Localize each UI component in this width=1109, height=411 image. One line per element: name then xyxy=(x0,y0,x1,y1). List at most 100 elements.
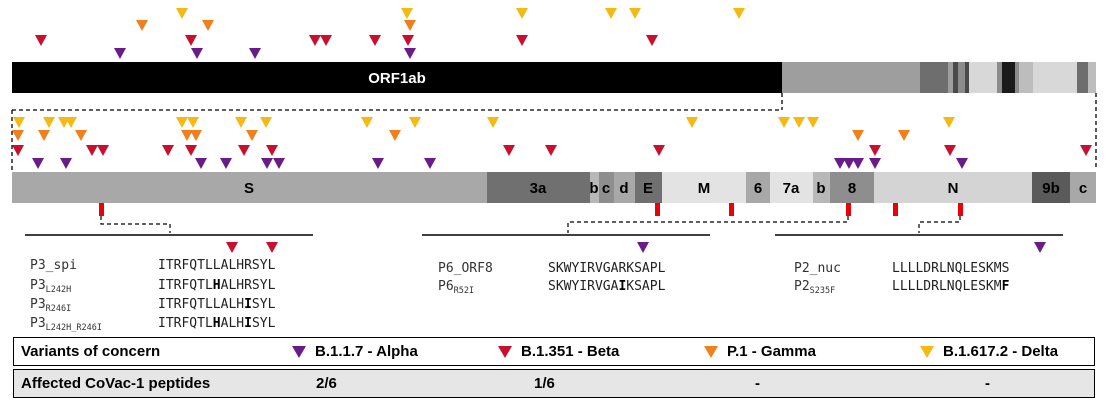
beta-mutation-marker xyxy=(86,145,98,156)
beta-triangle-icon xyxy=(498,345,512,358)
peptide-name: P3L242H xyxy=(30,278,71,295)
gene-label-9c: c xyxy=(1079,180,1087,197)
delta-mutation-marker xyxy=(401,8,413,19)
gamma-mutation-marker xyxy=(852,130,864,141)
legend-label-beta: B.1.351 - Beta xyxy=(521,343,620,360)
beta-mutation-marker xyxy=(185,145,197,156)
legend-item-delta: B.1.617.2 - Delta xyxy=(920,338,1058,365)
delta-mutation-marker xyxy=(361,117,373,128)
beta-mutation-marker xyxy=(309,35,321,46)
delta-mutation-marker xyxy=(807,117,819,128)
variant-legend: Variants of concern B.1.1.7 - Alpha B.1.… xyxy=(13,337,1095,366)
delta-mutation-marker xyxy=(65,117,77,128)
alpha-mutation-marker xyxy=(852,158,864,169)
delta-mutation-marker xyxy=(187,117,199,128)
gene-segment-7b xyxy=(813,172,830,203)
peptide-sequence: SKWYIRVGAIKSAPL xyxy=(548,279,666,294)
peptide-mark-n1 xyxy=(893,203,898,216)
delta-mutation-marker xyxy=(409,117,421,128)
legend-title: Variants of concern xyxy=(21,343,161,360)
gene-segment-9c xyxy=(1070,172,1096,203)
alpha-mutation-marker xyxy=(834,158,846,169)
peptide-sequence: SKWYIRVGARKSAPL xyxy=(548,261,666,276)
delta-mutation-marker xyxy=(487,117,499,128)
affected-peptides-row: Affected CoVac-1 peptides 2/6 1/6 - - xyxy=(13,369,1095,398)
peptide-sequence: ITRFQTLHALHISYL xyxy=(158,316,276,331)
delta-mutation-marker xyxy=(733,8,745,19)
gene-segment-3b xyxy=(590,172,599,203)
gamma-mutation-marker xyxy=(181,130,193,141)
legend-label-delta: B.1.617.2 - Delta xyxy=(943,343,1059,360)
gene-label-9b: 9b xyxy=(1042,180,1060,197)
beta-mutation-marker xyxy=(185,35,197,46)
alpha-mutation-marker xyxy=(843,158,855,169)
mutation-markers xyxy=(12,8,1092,253)
peptide-name: P2_nuc xyxy=(794,261,841,276)
legend-item-beta: B.1.351 - Beta xyxy=(498,338,619,365)
gene-label-3d: d xyxy=(619,180,628,197)
alpha-triangle-icon xyxy=(292,345,306,358)
affected-value-delta: - xyxy=(985,375,990,392)
alpha-mutation-marker xyxy=(114,48,126,59)
delta-mutation-marker xyxy=(516,8,528,19)
peptide-connectors xyxy=(100,216,961,233)
gene-label-3b: b xyxy=(589,180,598,197)
affected-value-alpha: 2/6 xyxy=(316,375,337,392)
alpha-mutation-marker xyxy=(32,158,44,169)
genome-diagram: ORF1ab S 3a b c d E M 6 7a b 8 N 9b xyxy=(11,8,1097,333)
structural-genes-bar: S 3a b c d E M 6 7a b 8 N 9b c xyxy=(12,172,1096,203)
beta-mutation-marker xyxy=(646,35,658,46)
gamma-mutation-marker xyxy=(38,130,50,141)
gene-segment-s xyxy=(12,172,487,203)
peptide-mark-m xyxy=(729,203,734,216)
beta-mutation-marker xyxy=(97,145,109,156)
delta-mutation-marker xyxy=(176,117,188,128)
gene-segment-9b xyxy=(1032,172,1070,203)
alpha-mutation-marker xyxy=(637,242,649,253)
delta-mutation-marker xyxy=(260,117,272,128)
beta-mutation-marker xyxy=(226,242,238,253)
beta-mutation-marker xyxy=(1080,145,1092,156)
gene-label-3a: 3a xyxy=(530,180,547,197)
delta-mutation-marker xyxy=(176,8,188,19)
gamma-mutation-marker xyxy=(136,20,148,31)
peptide-mark-n2 xyxy=(958,203,963,216)
delta-mutation-marker xyxy=(43,117,55,128)
delta-mutation-marker xyxy=(943,117,955,128)
peptide-name: P3_spi xyxy=(30,258,77,273)
peptide-sequence: ITRFQTLLALHRSYL xyxy=(158,258,276,273)
beta-mutation-marker xyxy=(35,35,47,46)
gamma-mutation-marker xyxy=(246,130,258,141)
gene-label-7b: b xyxy=(816,180,825,197)
gamma-mutation-marker xyxy=(389,130,401,141)
gene-label-6: 6 xyxy=(754,180,762,197)
peptide-mark-s xyxy=(99,203,104,216)
gene-segment-3c xyxy=(599,172,614,203)
beta-mutation-marker xyxy=(545,145,557,156)
gene-segment-3a xyxy=(487,172,590,203)
peptide-name: P3R246I xyxy=(30,297,71,314)
alpha-mutation-marker xyxy=(869,158,881,169)
affected-title: Affected CoVac-1 peptides xyxy=(21,375,211,392)
peptide-mark-orf8 xyxy=(846,203,851,216)
delta-mutation-marker xyxy=(605,8,617,19)
peptide-sequence: LLLLDRLNQLESKMF xyxy=(892,279,1010,294)
gene-segment-6 xyxy=(746,172,770,203)
orf1ab-bar: ORF1ab xyxy=(12,62,1096,93)
gene-label-n: N xyxy=(948,180,959,197)
peptide-sequence: ITRFQTLLALHISYL xyxy=(158,297,276,312)
alpha-mutation-marker xyxy=(195,158,207,169)
alpha-mutation-marker xyxy=(249,48,261,59)
gene-label-m: M xyxy=(698,180,711,197)
beta-mutation-marker xyxy=(266,145,278,156)
alpha-mutation-marker xyxy=(956,158,968,169)
alpha-mutation-marker xyxy=(1034,242,1046,253)
delta-mutation-marker xyxy=(686,117,698,128)
gene-segment-n xyxy=(874,172,1032,203)
gamma-triangle-icon xyxy=(704,345,718,358)
affected-value-beta: 1/6 xyxy=(534,375,555,392)
orf1ab-label: ORF1ab xyxy=(368,70,426,87)
gamma-mutation-marker xyxy=(190,130,202,141)
beta-mutation-marker xyxy=(162,145,174,156)
